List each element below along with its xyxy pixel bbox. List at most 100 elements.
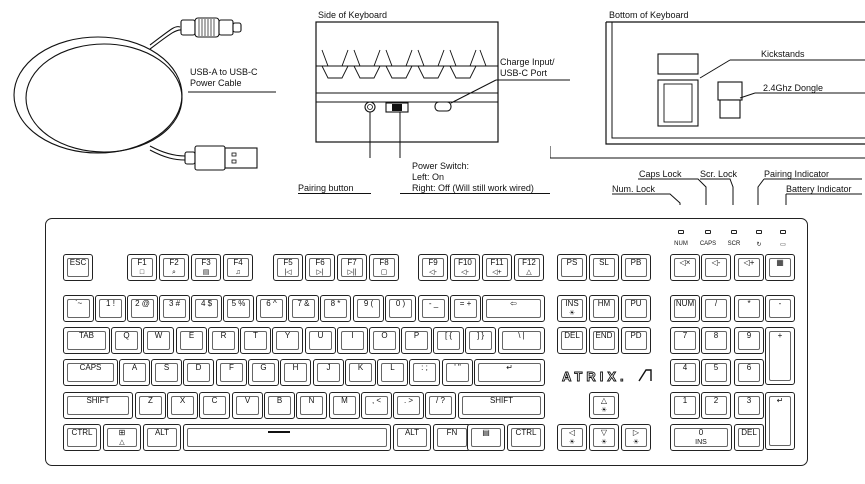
key-tab-0[interactable]: TAB <box>63 327 110 354</box>
key-shift-3[interactable]: C <box>199 392 230 419</box>
key-num-7[interactable]: 7 & <box>288 295 319 322</box>
key-caps-3[interactable]: D <box>183 359 214 386</box>
key-num-10[interactable]: 0 ) <box>385 295 416 322</box>
key-numpad4-3[interactable]: ↵ <box>765 392 795 450</box>
key-numpad1-2[interactable]: * <box>734 295 764 322</box>
key-caps-4[interactable]: F <box>216 359 247 386</box>
key-caps-0[interactable]: CAPS <box>63 359 118 386</box>
key-tab-2[interactable]: W <box>143 327 174 354</box>
key-bottom-2[interactable]: ALT <box>143 424 181 451</box>
key-nav2-0[interactable]: DEL <box>557 327 587 354</box>
key-fn-3[interactable]: F3▤ <box>191 254 221 281</box>
key-shift-5[interactable]: B <box>264 392 295 419</box>
key-numpad1-0[interactable]: NUM <box>670 295 700 322</box>
key-num-11[interactable]: - _ <box>418 295 449 322</box>
key-nav1-2[interactable]: PU <box>621 295 651 322</box>
key-caps-1[interactable]: A <box>119 359 150 386</box>
key-caps-6[interactable]: H <box>280 359 311 386</box>
key-numpad3-0[interactable]: 4 <box>670 359 700 386</box>
key-arrows-0[interactable]: △☀ <box>589 392 619 419</box>
key-bottom-4[interactable]: ALT <box>393 424 431 451</box>
key-numpad3-2[interactable]: 6 <box>734 359 764 386</box>
key-shift-4[interactable]: V <box>232 392 263 419</box>
key-fn-0[interactable]: ESC <box>63 254 93 281</box>
key-bottom-1[interactable]: ⊞△ <box>103 424 141 451</box>
key-fn-11[interactable]: F11◁+ <box>482 254 512 281</box>
key-num-8[interactable]: 8 * <box>320 295 351 322</box>
key-numpad2-2[interactable]: 9 <box>734 327 764 354</box>
key-arrows-2[interactable]: ▽☀ <box>589 424 619 451</box>
key-nav2-2[interactable]: PD <box>621 327 651 354</box>
key-numpad4-1[interactable]: 2 <box>701 392 731 419</box>
key-tab-12[interactable]: ] } <box>465 327 496 354</box>
key-fn-5[interactable]: F5|◁ <box>273 254 303 281</box>
key-numpad1-3[interactable]: - <box>765 295 795 322</box>
key-numpad2-0[interactable]: 7 <box>670 327 700 354</box>
key-numpad1-1[interactable]: / <box>701 295 731 322</box>
key-fn-15[interactable]: PB <box>621 254 651 281</box>
key-numpad3-1[interactable]: 5 <box>701 359 731 386</box>
key-caps-8[interactable]: K <box>345 359 376 386</box>
key-tab-9[interactable]: O <box>369 327 400 354</box>
key-num-0[interactable]: `~ <box>63 295 94 322</box>
key-nav1-0[interactable]: INS☀ <box>557 295 587 322</box>
key-tab-10[interactable]: P <box>401 327 432 354</box>
key-tab-1[interactable]: Q <box>111 327 142 354</box>
key-num-3[interactable]: 3 # <box>159 295 190 322</box>
key-tab-5[interactable]: T <box>240 327 271 354</box>
key-fn-6[interactable]: F6▷| <box>305 254 335 281</box>
key-numpad2-3[interactable]: + <box>765 327 795 385</box>
key-shift-2[interactable]: X <box>167 392 198 419</box>
key-caps-5[interactable]: G <box>248 359 279 386</box>
key-shift-7[interactable]: M <box>329 392 360 419</box>
key-tab-8[interactable]: I <box>337 327 368 354</box>
key-numpad2-1[interactable]: 8 <box>701 327 731 354</box>
key-bottom-5[interactable]: FN <box>433 424 471 451</box>
key-fn-2[interactable]: F2⌕ <box>159 254 189 281</box>
key-fn-14[interactable]: SL <box>589 254 619 281</box>
key-shift-6[interactable]: N <box>296 392 327 419</box>
key-num-6[interactable]: 6 ^ <box>256 295 287 322</box>
key-caps-7[interactable]: J <box>313 359 344 386</box>
key-num-4[interactable]: 4 $ <box>191 295 222 322</box>
key-bottom-7[interactable]: CTRL <box>507 424 545 451</box>
key-num-13[interactable]: ⇦ <box>482 295 545 322</box>
key-nav1-1[interactable]: HM <box>589 295 619 322</box>
key-bottom-0[interactable]: CTRL <box>63 424 101 451</box>
key-num-12[interactable]: = + <box>450 295 481 322</box>
key-shift-0[interactable]: SHIFT <box>63 392 133 419</box>
key-fn-8[interactable]: F8▢ <box>369 254 399 281</box>
key-fn-13[interactable]: PS <box>557 254 587 281</box>
key-fn-10[interactable]: F10◁- <box>450 254 480 281</box>
key-arrows-3[interactable]: ▷☀ <box>621 424 651 451</box>
key-caps-2[interactable]: S <box>151 359 182 386</box>
key-shift-10[interactable]: / ? <box>425 392 456 419</box>
key-tab-6[interactable]: Y <box>272 327 303 354</box>
key-caps-10[interactable]: : ; <box>409 359 440 386</box>
key-nav2-1[interactable]: END <box>589 327 619 354</box>
key-media-2[interactable]: ◁+ <box>734 254 764 281</box>
key-fn-9[interactable]: F9◁- <box>418 254 448 281</box>
key-media-3[interactable]: ▦ <box>765 254 795 281</box>
key-caps-12[interactable]: ↵ <box>474 359 545 386</box>
key-caps-9[interactable]: L <box>377 359 408 386</box>
key-tab-13[interactable]: \ | <box>498 327 545 354</box>
key-shift-1[interactable]: Z <box>135 392 166 419</box>
key-numpad5-1[interactable]: DEL <box>734 424 764 451</box>
key-media-1[interactable]: ◁- <box>701 254 731 281</box>
key-num-2[interactable]: 2 @ <box>127 295 158 322</box>
key-num-9[interactable]: 9 ( <box>353 295 384 322</box>
key-bottom-6[interactable]: ▤ <box>467 424 505 451</box>
key-tab-7[interactable]: U <box>305 327 336 354</box>
key-num-5[interactable]: 5 % <box>223 295 254 322</box>
key-fn-4[interactable]: F4♫ <box>223 254 253 281</box>
key-shift-9[interactable]: . > <box>393 392 424 419</box>
key-numpad4-0[interactable]: 1 <box>670 392 700 419</box>
key-tab-4[interactable]: R <box>208 327 239 354</box>
key-num-1[interactable]: 1 ! <box>95 295 126 322</box>
key-numpad4-2[interactable]: 3 <box>734 392 764 419</box>
key-caps-11[interactable]: ' " <box>442 359 473 386</box>
key-fn-12[interactable]: F12△ <box>514 254 544 281</box>
key-fn-1[interactable]: F1□ <box>127 254 157 281</box>
